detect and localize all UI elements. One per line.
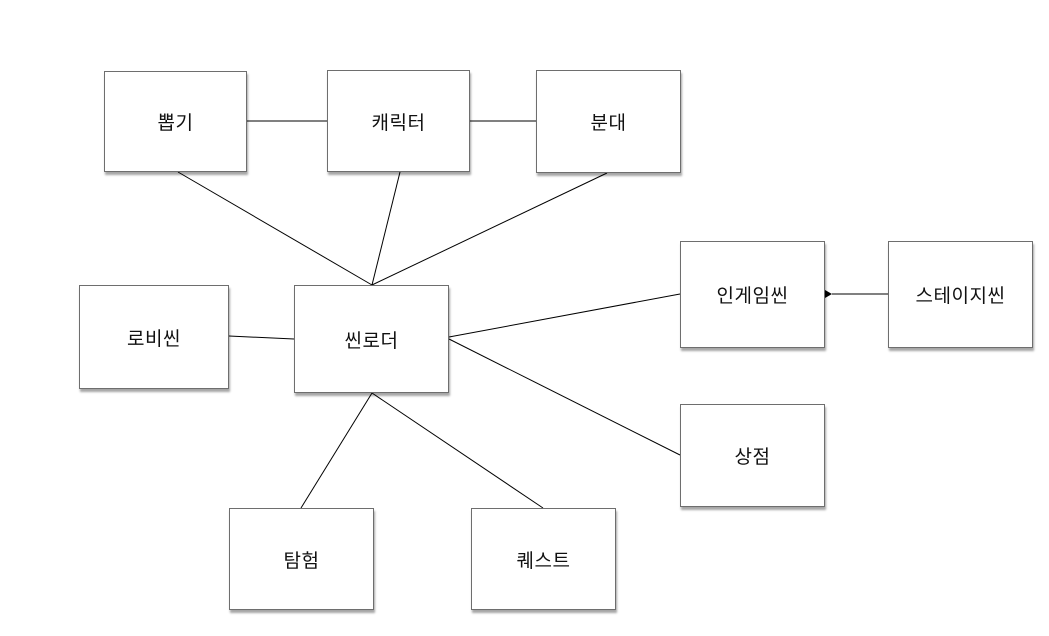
- node-label-character: 캐릭터: [371, 111, 426, 134]
- node-label-shop: 상점: [734, 446, 771, 468]
- node-scene-loader[interactable]: 씬로더: [294, 285, 449, 393]
- edge-scene-loader-ingame: [448, 293, 681, 338]
- edge-character-scene-loader: [371, 171, 401, 286]
- edge-scene-loader-explore: [300, 392, 373, 509]
- node-squad[interactable]: 분대: [536, 70, 681, 173]
- node-stage-scene[interactable]: 스테이지씬: [888, 241, 1033, 348]
- node-ingame-scene[interactable]: 인게임씬: [680, 241, 825, 348]
- node-lobby-scene[interactable]: 로비씬: [79, 285, 229, 389]
- node-label-scene-loader: 씬로더: [344, 329, 399, 352]
- edge-squad-scene-loader: [371, 172, 608, 286]
- node-label-ingame-scene: 인게임씬: [716, 285, 789, 307]
- edge-lobby-scene-loader: [228, 335, 295, 340]
- node-label-quest: 퀘스트: [516, 549, 571, 572]
- node-character[interactable]: 캐릭터: [327, 70, 470, 172]
- edge-scene-loader-quest: [371, 392, 544, 509]
- node-label-explore: 탐험: [283, 549, 320, 572]
- edge-gacha-scene-loader: [177, 171, 373, 286]
- node-label-lobby-scene: 로비씬: [127, 327, 181, 350]
- node-label-squad: 분대: [590, 112, 627, 134]
- node-label-stage-scene: 스테이지씬: [915, 285, 1006, 307]
- node-gacha[interactable]: 뽑기: [104, 71, 247, 172]
- edge-scene-loader-shop: [448, 338, 681, 456]
- node-label-gacha: 뽑기: [157, 112, 194, 134]
- node-shop[interactable]: 상점: [680, 404, 825, 507]
- node-explore[interactable]: 탐험: [229, 508, 374, 610]
- node-quest[interactable]: 퀘스트: [471, 508, 616, 610]
